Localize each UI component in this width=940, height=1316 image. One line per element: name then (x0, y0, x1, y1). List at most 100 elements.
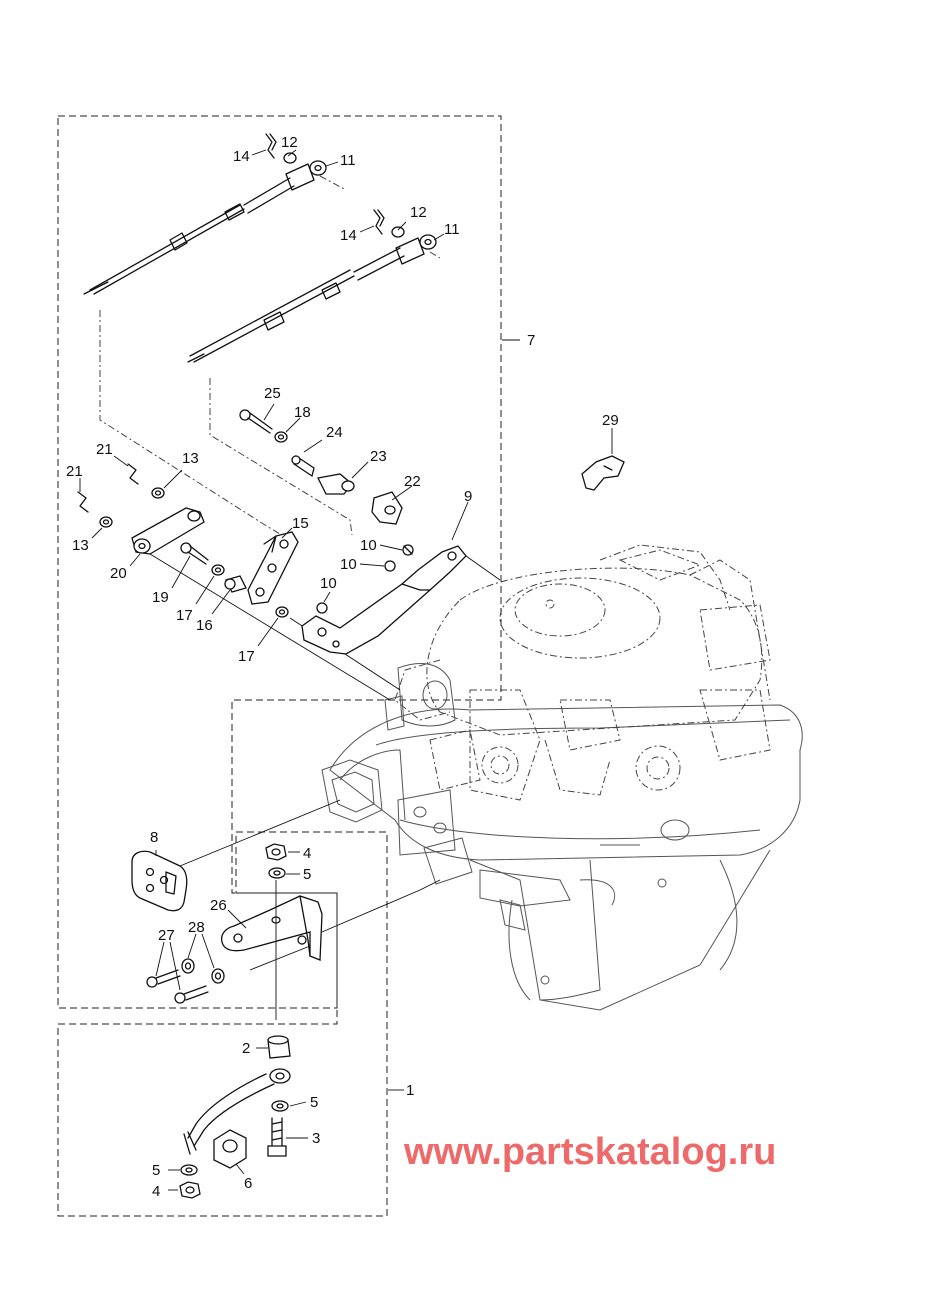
part-24-collar (291, 454, 315, 478)
callout-line-15 (281, 527, 293, 539)
callout-line-28 (187, 933, 215, 969)
callout-line-25 (263, 403, 275, 421)
part-3-bolt (267, 1117, 287, 1157)
callout-8: 8 (150, 829, 158, 846)
part-23-joint (317, 473, 355, 495)
callout-line-5b (289, 1101, 307, 1107)
callout-labels: 14 12 11 14 12 11 7 25 18 24 23 22 29 21… (66, 134, 619, 1200)
callout-11a: 11 (340, 152, 356, 169)
callout-13b: 13 (72, 537, 89, 554)
part-21-pin-lower (77, 491, 89, 513)
throttle-cable-upper (83, 133, 327, 295)
part-22-clip (371, 491, 403, 525)
part-28-washer-a (181, 958, 195, 974)
part-4-nut-upper (265, 843, 287, 861)
callout-13a: 13 (182, 450, 199, 467)
part-6-collar (213, 1129, 247, 1169)
callout-line-27 (155, 941, 181, 991)
shift-cable-lower (187, 209, 437, 363)
assembly-guide-9 (465, 555, 501, 581)
callout-line-9 (451, 501, 469, 541)
part-13-washer-lower (99, 516, 113, 528)
part-27-bolt-a (146, 969, 181, 988)
callout-line-14a (251, 149, 267, 156)
part-10-bolt-b (384, 560, 396, 572)
callout-14b: 14 (340, 227, 357, 244)
callout-29: 29 (602, 412, 619, 429)
callout-26: 26 (210, 897, 227, 914)
callout-line-20 (129, 553, 141, 567)
callout-25: 25 (264, 385, 281, 402)
callout-line-17b (257, 617, 279, 647)
callout-10b: 10 (340, 556, 357, 573)
part-25-bolt (239, 409, 273, 434)
callout-12a: 12 (281, 134, 298, 151)
part-20-lever (131, 507, 205, 555)
part-10-bolt-c (316, 602, 328, 614)
callout-10c: 10 (320, 575, 337, 592)
part-29-clamp (581, 455, 625, 491)
part-18-washer (274, 431, 288, 443)
callout-5a: 5 (303, 866, 311, 883)
assembly-frame-bracket (57, 831, 388, 1217)
callout-line-23 (351, 461, 369, 479)
callout-5c: 5 (152, 1162, 160, 1179)
callout-6: 6 (244, 1175, 252, 1192)
callout-line-6 (235, 1163, 245, 1175)
part-17-washer-upper (211, 564, 225, 576)
callout-21a: 21 (96, 441, 113, 458)
callout-21b: 21 (66, 463, 83, 480)
callout-line-10b (359, 563, 385, 567)
part-1-shift-rod (183, 1068, 291, 1155)
callout-11b: 11 (444, 221, 460, 238)
callout-line-18 (285, 417, 301, 433)
callout-line-14b (359, 225, 375, 233)
part-19-bolt (180, 542, 209, 565)
callout-line-19 (171, 555, 191, 589)
outboard-engine (321, 544, 803, 1011)
callout-28: 28 (188, 919, 205, 936)
callout-line-16 (211, 589, 231, 615)
callout-4b: 4 (152, 1183, 160, 1200)
callout-line-10a (379, 544, 403, 551)
part-27-bolt-b (174, 985, 209, 1004)
part-5-washer-lower (180, 1164, 198, 1176)
part-5-washer-upper (268, 867, 286, 879)
callout-22: 22 (404, 473, 421, 490)
callout-line-21a (113, 455, 129, 467)
part-5-washer-mid (271, 1100, 289, 1112)
callout-5b: 5 (310, 1094, 318, 1111)
callout-16: 16 (196, 617, 213, 634)
callout-18: 18 (294, 404, 311, 421)
callout-15: 15 (292, 515, 309, 532)
part-8-grommet (131, 850, 188, 912)
callout-line-24 (303, 439, 323, 453)
part-4-nut-lower (179, 1181, 201, 1199)
callout-7: 7 (527, 332, 535, 349)
callout-line-13a (163, 469, 183, 489)
callout-17b: 17 (238, 648, 255, 665)
callout-2: 2 (242, 1040, 250, 1057)
part-21-pin-upper (127, 463, 139, 485)
callout-4a: 4 (303, 845, 311, 862)
part-17-washer-lower (275, 606, 289, 618)
part-9-bracket (301, 545, 467, 655)
part-28-washer-b (211, 968, 225, 984)
assembly-guide-8 (179, 799, 341, 867)
callout-line-13b (91, 527, 103, 539)
part-13-washer-upper (151, 487, 165, 499)
watermark-text: www.partskatalog.ru (403, 1131, 776, 1173)
callout-3: 3 (312, 1130, 320, 1147)
callout-23: 23 (370, 448, 387, 465)
callout-27: 27 (158, 927, 175, 944)
callout-10a: 10 (360, 537, 377, 554)
callout-line-17a (195, 575, 215, 605)
callout-20: 20 (110, 565, 127, 582)
assembly-guide-26 (249, 879, 441, 1020)
callout-line-10c (323, 591, 331, 603)
part-15-link (247, 531, 299, 605)
cable-path-upper (99, 175, 347, 541)
callout-line-22 (391, 485, 413, 501)
part-2-bushing (267, 1035, 291, 1059)
